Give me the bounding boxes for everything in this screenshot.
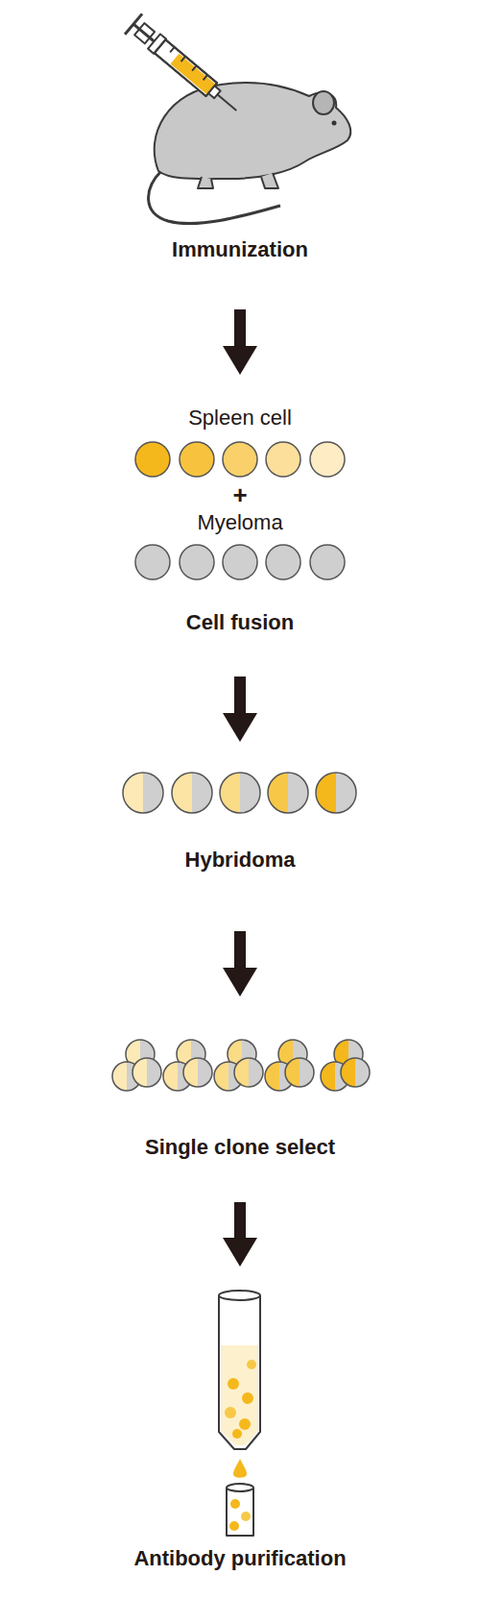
process-step: Antibody purification (57, 1265, 423, 1583)
myeloma-cells (135, 544, 345, 579)
step-caption: Immunization (57, 237, 423, 263)
flow-arrow (222, 675, 258, 742)
step-caption: Single clone select (57, 1133, 423, 1159)
syringe-illustration (124, 13, 245, 120)
arrow-shaft (234, 309, 246, 348)
flow-arrow (222, 1200, 258, 1266)
arrow-head (222, 966, 258, 996)
flow-arrow (222, 930, 258, 996)
arrow-shaft (234, 675, 246, 715)
clone-cell (340, 1056, 370, 1086)
cell-label: Myeloma (57, 509, 423, 535)
clone-cell (234, 1056, 264, 1086)
step-caption: Antibody purification (57, 1544, 423, 1570)
clone-cell (132, 1056, 162, 1086)
flow-arrow (222, 309, 258, 375)
process-step: Single clone select (57, 995, 423, 1201)
clone-cell (285, 1056, 314, 1086)
spleen-cells (135, 441, 345, 477)
hybridoma-cells (122, 771, 357, 813)
clone-cell (183, 1056, 213, 1086)
cell-label: Spleen cell (57, 405, 423, 431)
purification-column (218, 1289, 261, 1535)
mouse-illustration (148, 82, 352, 224)
process-step: Immunization (57, 0, 423, 310)
arrow-shaft (234, 930, 246, 969)
step-caption: Cell fusion (57, 609, 423, 635)
plus-sign: + (57, 481, 423, 507)
arrow-head (222, 712, 258, 742)
process-step: Hybridoma (57, 741, 423, 931)
clone-clusters (112, 1038, 370, 1090)
arrow-shaft (234, 1200, 246, 1239)
arrow-head (222, 1236, 258, 1266)
step-caption: Hybridoma (57, 846, 423, 872)
arrow-head (222, 345, 258, 375)
